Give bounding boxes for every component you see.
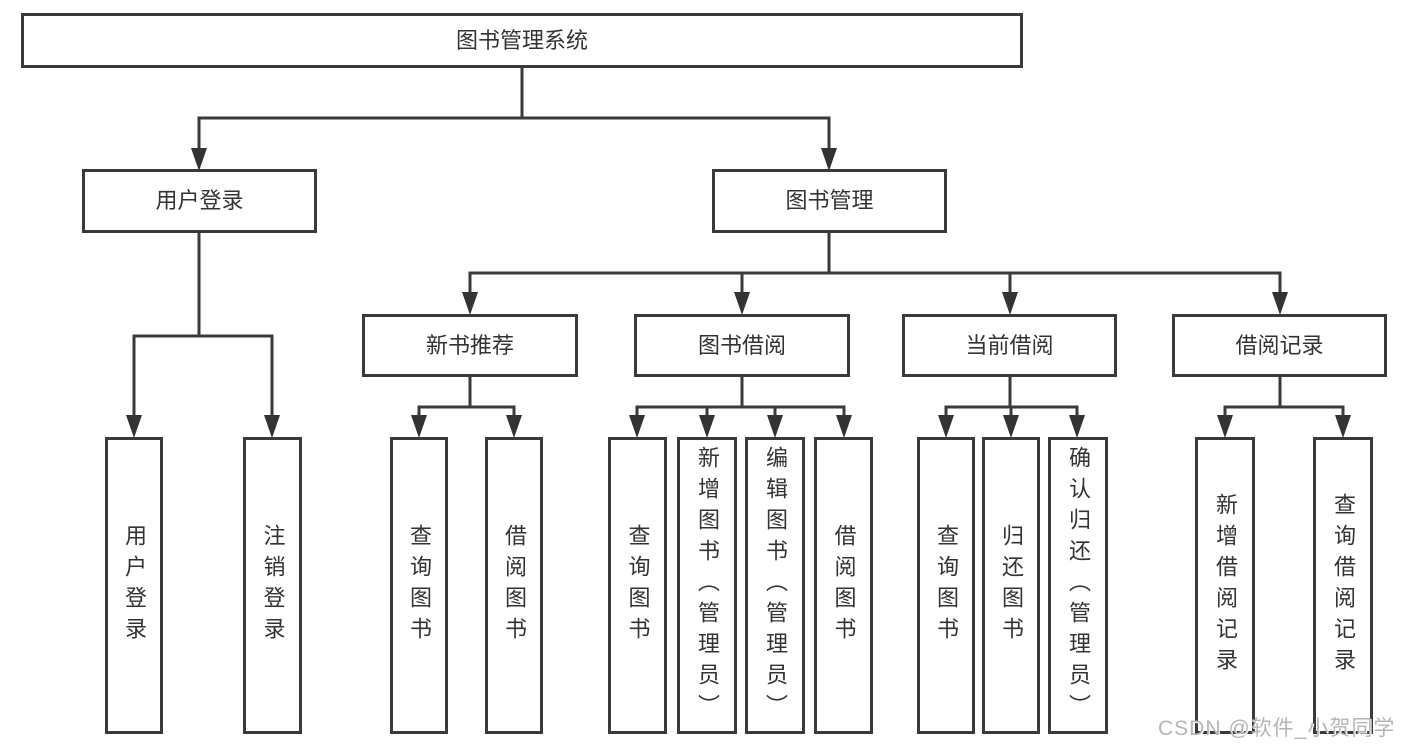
connectors-book-borrow: [629, 377, 852, 438]
connectors-borrow-records: [1217, 377, 1351, 438]
node-add-borrow-record-label: 新增借阅记录: [1213, 492, 1238, 679]
node-book-mgmt: 图书管理: [712, 169, 947, 233]
node-confirm-return-admin: 确认归还（管理员）: [1048, 437, 1108, 734]
node-query-borrow-record: 查询借阅记录: [1313, 437, 1373, 734]
node-user-login-label: 用户登录: [155, 188, 244, 213]
node-add-borrow-record: 新增借阅记录: [1195, 437, 1255, 734]
connectors-root: [191, 68, 837, 171]
node-query-books-current-label: 查询图书: [934, 523, 959, 648]
node-borrow-records: 借阅记录: [1172, 314, 1387, 377]
node-query-books-rec-label: 查询图书: [407, 523, 432, 648]
node-login-leaf: 用户登录: [105, 437, 163, 734]
node-borrow-books-borrow-label: 借阅图书: [831, 523, 857, 648]
node-borrow-books-borrow: 借阅图书: [814, 437, 873, 734]
node-root: 图书管理系统: [21, 13, 1023, 68]
node-borrow-books-rec-label: 借阅图书: [502, 523, 527, 648]
node-book-borrow: 图书借阅: [634, 314, 850, 377]
node-query-books-borrow: 查询图书: [608, 437, 667, 734]
node-query-books-current: 查询图书: [917, 437, 975, 734]
node-add-books-admin-label: 新增图书（管理员）: [695, 446, 720, 725]
connectors-new-book-rec: [411, 377, 522, 438]
node-borrow-books-rec: 借阅图书: [485, 437, 543, 734]
node-current-borrow: 当前借阅: [902, 314, 1117, 377]
node-return-books: 归还图书: [982, 437, 1040, 734]
node-confirm-return-admin-label: 确认归还（管理员）: [1066, 446, 1091, 725]
node-edit-books-admin: 编辑图书（管理员）: [745, 437, 805, 734]
node-add-books-admin: 新增图书（管理员）: [677, 437, 737, 734]
node-new-book-rec: 新书推荐: [362, 314, 578, 377]
node-logout-leaf: 注销登录: [243, 437, 302, 734]
node-login-leaf-label: 用户登录: [122, 523, 147, 648]
watermark: CSDN @软件_小贺同学: [1158, 717, 1396, 740]
node-current-borrow-label: 当前借阅: [965, 332, 1054, 358]
node-root-label: 图书管理系统: [455, 27, 588, 53]
connectors-book-mgmt: [462, 233, 1288, 315]
node-edit-books-admin-label: 编辑图书（管理员）: [763, 446, 788, 725]
node-book-mgmt-label: 图书管理: [785, 188, 874, 213]
connectors-user-login: [126, 233, 280, 438]
node-query-books-rec: 查询图书: [390, 437, 448, 734]
node-new-book-rec-label: 新书推荐: [425, 332, 514, 358]
node-logout-leaf-label: 注销登录: [260, 523, 286, 648]
node-user-login: 用户登录: [82, 169, 317, 233]
node-book-borrow-label: 图书借阅: [697, 332, 786, 358]
node-borrow-records-label: 借阅记录: [1235, 332, 1324, 358]
node-query-books-borrow-label: 查询图书: [625, 523, 651, 648]
node-query-borrow-record-label: 查询借阅记录: [1331, 492, 1356, 679]
node-return-books-label: 归还图书: [999, 523, 1024, 648]
connectors-current-borrow: [938, 377, 1085, 438]
